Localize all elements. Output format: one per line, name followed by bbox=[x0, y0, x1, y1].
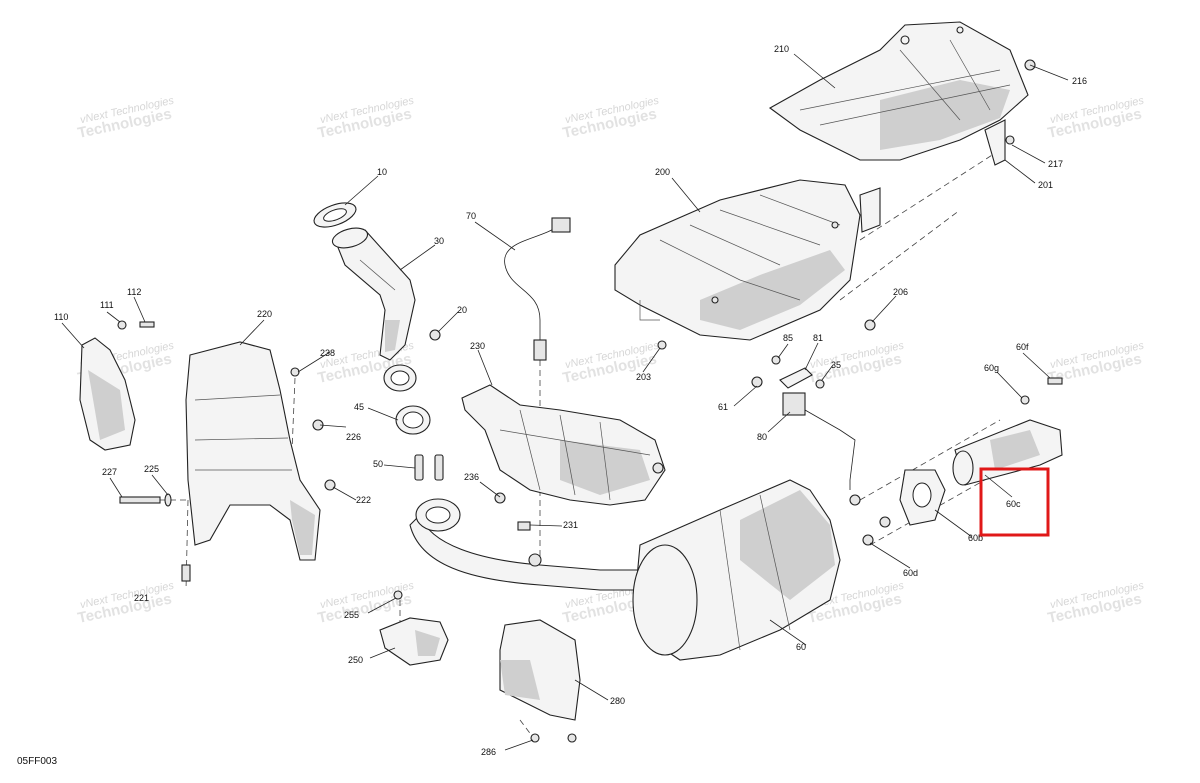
callout-201: 201 bbox=[1038, 180, 1053, 190]
part-pipe-clamp bbox=[383, 364, 417, 392]
part-201-bracket bbox=[859, 119, 1006, 233]
callout-10: 10 bbox=[377, 167, 387, 177]
callout-250: 250 bbox=[348, 655, 363, 665]
callout-60: 60 bbox=[796, 642, 806, 652]
part-255-bolt bbox=[393, 590, 403, 600]
part-222-nut bbox=[324, 479, 336, 491]
part-111-bolt bbox=[117, 320, 127, 330]
callout-50: 50 bbox=[373, 459, 383, 469]
part-61-nut bbox=[751, 376, 763, 388]
callout-85: 85 bbox=[783, 333, 793, 343]
part-50-spring bbox=[414, 454, 444, 481]
callout-210: 210 bbox=[774, 44, 789, 54]
callout-231: 231 bbox=[563, 520, 578, 530]
callout-216: 216 bbox=[1072, 76, 1087, 86]
part-231-clip bbox=[517, 521, 531, 531]
callout-230: 230 bbox=[470, 341, 485, 351]
callout-286: 286 bbox=[481, 747, 496, 757]
part-112-bolt bbox=[139, 321, 155, 328]
part-210-heat-shield bbox=[768, 21, 1029, 161]
part-60c-tailpipe bbox=[952, 419, 1063, 486]
callout-20: 20 bbox=[457, 305, 467, 315]
leader-lines bbox=[61, 53, 1069, 751]
callout-60c: 60c bbox=[1006, 499, 1021, 509]
part-lower-pipe bbox=[409, 498, 641, 591]
callout-112: 112 bbox=[127, 287, 141, 297]
part-286-bolt bbox=[530, 733, 577, 743]
part-250-shield bbox=[379, 617, 449, 666]
part-221-clip bbox=[181, 564, 191, 582]
diagram-code: 05FF003 bbox=[17, 756, 57, 767]
callout-60d: 60d bbox=[903, 568, 918, 578]
callout-226: 226 bbox=[346, 432, 361, 442]
callout-217: 217 bbox=[1048, 159, 1063, 169]
part-238-nut bbox=[290, 367, 300, 377]
callout-80: 80 bbox=[757, 432, 767, 442]
part-10-gasket bbox=[313, 202, 357, 228]
part-45-ring bbox=[395, 405, 431, 435]
part-60f-bolt bbox=[1047, 377, 1063, 385]
part-280-shield bbox=[499, 619, 581, 721]
part-81-bracket bbox=[779, 367, 813, 389]
part-227-bolt bbox=[119, 496, 161, 504]
callout-70: 70 bbox=[466, 211, 476, 221]
callout-110: 110 bbox=[54, 312, 68, 322]
callout-206: 206 bbox=[893, 287, 908, 297]
part-60b-gasket bbox=[899, 469, 946, 526]
part-60d-nut bbox=[849, 494, 891, 546]
callout-60b: 60b bbox=[968, 533, 983, 543]
callout-227: 227 bbox=[102, 467, 117, 477]
part-225-washer bbox=[164, 493, 172, 507]
part-217-nut bbox=[1005, 135, 1015, 145]
part-20-nut bbox=[429, 329, 441, 341]
part-230-shield bbox=[461, 384, 666, 506]
callout-225: 225 bbox=[144, 464, 159, 474]
callout-236: 236 bbox=[464, 472, 479, 482]
callout-200: 200 bbox=[655, 167, 670, 177]
callout-220: 220 bbox=[257, 309, 272, 319]
callout-60f: 60f bbox=[1016, 342, 1029, 352]
callout-221: 221 bbox=[134, 593, 149, 603]
callout-81: 81 bbox=[813, 333, 823, 343]
callout-255: 255 bbox=[344, 610, 359, 620]
part-110-shield bbox=[79, 337, 136, 451]
part-80-sensor bbox=[782, 392, 856, 490]
part-30-pipe bbox=[331, 227, 416, 361]
callout-203: 203 bbox=[636, 372, 651, 382]
callout-45: 45 bbox=[354, 402, 364, 412]
part-203-nut bbox=[657, 340, 667, 350]
part-60g-washer bbox=[1020, 395, 1030, 405]
part-200-heat-shield bbox=[614, 179, 861, 341]
callout-labels: 210 216 217 201 200 206 203 10 30 20 45 … bbox=[54, 44, 1087, 757]
part-60-muffler bbox=[632, 479, 841, 661]
callout-60g: 60g bbox=[984, 363, 999, 373]
part-35-nut bbox=[815, 379, 825, 389]
callout-30: 30 bbox=[434, 236, 444, 246]
part-220-shield bbox=[185, 341, 321, 561]
part-206-bolt bbox=[864, 319, 876, 331]
highlight-box-60c bbox=[979, 467, 1050, 537]
callout-35: 35 bbox=[831, 360, 841, 370]
callout-280: 280 bbox=[610, 696, 625, 706]
callout-61: 61 bbox=[718, 402, 728, 412]
callout-238: 238 bbox=[320, 348, 335, 358]
part-70-sensor bbox=[504, 217, 571, 361]
callout-111: 111 bbox=[100, 300, 114, 310]
callout-222: 222 bbox=[356, 495, 371, 505]
